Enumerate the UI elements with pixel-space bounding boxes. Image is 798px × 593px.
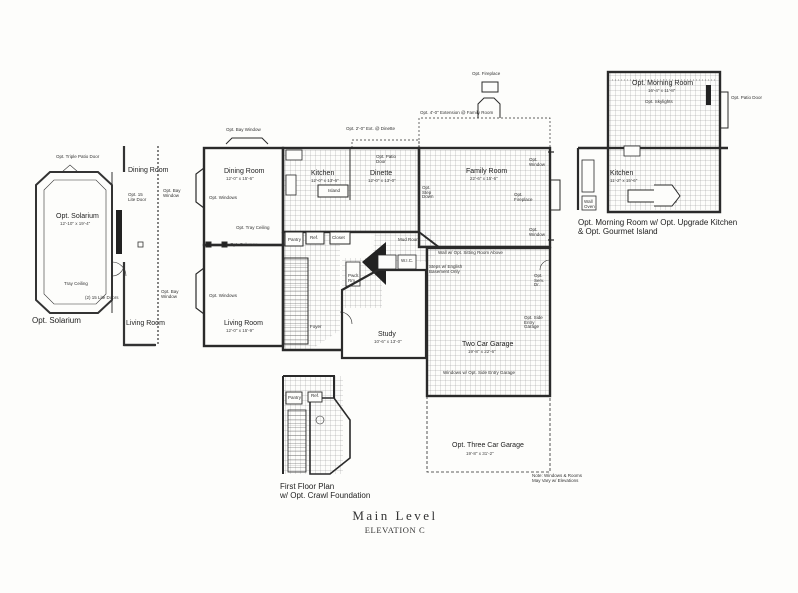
opt-step-down-label: Opt. Step Down [422,185,434,199]
solarium-tray-ceiling-label: Tray Ceiling [64,281,88,286]
island-label: Island [328,188,341,193]
ref-box [305,231,325,245]
pantry-label: Pantry [288,237,302,242]
three-car-garage-outline [426,395,551,473]
foyer-label: Foyer [310,324,322,329]
morning-caption-line1: Opt. Morning Room w/ Opt. Upgrade Kitche… [578,218,738,227]
main-level-plan [195,81,561,473]
kitchen-label: Kitchen [311,170,335,177]
powder-room-label: Pwdr. Rm. [348,273,360,283]
two-car-garage-dims: 19'-8" x 22'-6" [468,349,496,354]
family-room-tile-floor [419,150,550,247]
study-walls [340,268,428,360]
opt-fireplace-top-label: Opt. Fireplace [472,71,501,76]
fireplace-bump [477,97,501,118]
crawl-foundation-inset [282,375,351,475]
stair-dark-landing [362,242,386,285]
opt-side-entry-label: Opt. Side Entry Garage [524,315,543,329]
solarium-fireplace-mass [116,210,122,254]
three-car-garage-label: Opt. Three Car Garage [452,442,524,449]
opt-family-ext-label: Opt. 4'-0" Extension @ Family Room [420,110,494,115]
study-label: Study [378,331,396,338]
mud-room-tile-floor [372,232,440,262]
wall-sitting-room-label: Wall w/ Opt. Sitting Room Above [438,250,503,255]
family-room-dims: 22'-6" x 15'-6" [470,176,498,181]
wall-oven-box [581,195,597,211]
mud-room-label: Mud Room [398,237,421,242]
opt-patio-door-label: Opt. Patio Door [376,154,397,164]
opt-tray-ceiling-label: Opt. Tray Ceiling [236,225,270,230]
solarium-tray-ceiling [43,179,107,305]
morning-room-walls [606,70,722,150]
dining-room-dims: 12'-0" x 15'-6" [226,176,254,181]
dinette-label: Dinette [370,170,393,177]
steps-english-basement-label: Steps w/ English Basement Only [429,264,463,274]
opt-bay-window-label: Opt. Bay Window [161,289,179,299]
dining-room-label: Dining Room [224,168,265,175]
family-room-extension [418,117,551,148]
kitchen-island [317,184,349,198]
main-stairs [283,257,309,345]
family-room-label: Family Room [466,168,508,175]
crawl-caption-line2: w/ Opt. Crawl Foundation [280,491,371,500]
opt-windows-label: Opt. Windows [209,293,238,298]
living-room-dims: 12'-0" x 15'-9" [226,328,254,333]
opt-fireplace-label: Opt. Fireplace [514,192,533,202]
two-car-garage-label: Two Car Garage [462,341,514,348]
dinette-dims: 12'-0" x 13'-0" [368,178,396,183]
opt-serv-door-label: Opt. Serv. Dr. [534,273,545,287]
solarium-room [35,171,113,314]
solarium-dims-label: 12'-10" x 19'-4" [60,221,91,226]
windows-side-entry-label: Windows w/ Opt. Side Entry Garage [443,370,516,375]
garage-tile-floor [427,248,550,396]
wic-label: W.I.C. [401,258,414,263]
morning-caption-line2: & Opt. Gourmet Island [578,227,658,236]
solarium-option-plan [35,146,159,347]
bay-window-top [195,167,205,209]
opt-columns-label: Opt. Columns [230,242,258,247]
living-room-label: Living Room [224,320,263,327]
opt-window-label: Opt. Window [529,227,546,237]
note-label: Note: Windows & Rooms May Vary w/ Elevat… [532,473,583,483]
morning-patio-door-label: Opt. Patio Door [731,95,763,100]
crawl-caption-line1: First Floor Plan [280,482,335,491]
solarium-patio-door-label: Opt. Triple Patio Door [56,154,100,159]
kitchen-tile-floor [283,150,419,232]
page-subtitle: ELEVATION C [364,525,426,535]
solarium-lite-door-label: Opt. 15 Lite Door [128,192,147,202]
ref-label: Ref. [310,235,319,240]
page-title: Main Level [352,508,438,523]
three-car-garage-dims: 19'-8" x 31'-2" [466,451,494,456]
solarium-caption: Opt. Solarium [32,316,81,325]
wall-oven-label: Wall Oven [584,199,595,209]
kitchen-walls-morning [578,146,728,214]
opt-windows-label: Opt. Windows [209,195,238,200]
solarium-lite-doors-label: (2) 15 Lite Doors [85,295,119,300]
opt-bay-window-label: Opt. Bay Window [163,188,181,198]
opt-window-label: Opt. Window [529,157,546,167]
morning-room-label: Opt. Morning Room [632,80,694,87]
closet-label: Closet [332,235,345,240]
dining-room-left-label: Dining Room [128,167,169,174]
living-room-left-label: Living Room [126,320,165,327]
morning-room-dims: 16'-4" x 11'-8" [648,88,676,93]
door-swing [111,261,127,277]
opt-dinette-ext-label: Opt. 2'-0" Ext. @ Dinette [346,126,396,131]
closet-box [329,231,351,245]
morning-kitchen-label: Kitchen [610,170,634,177]
opt-bay-window-top-label: Opt. Bay Window [226,127,261,132]
study-dims: 10'-6" x 13'-0" [374,339,402,344]
morning-kitchen-dims: 11'-2" x 15'-6" [610,178,638,183]
opt-skylights-label: Opt. Skylights [645,99,673,104]
crawl-pantry-label: Pantry [288,395,302,400]
solarium-room-label: Opt. Solarium [56,213,99,220]
pantry-box [284,231,304,247]
kitchen-dims: 12'-0" x 13'-6" [311,178,339,183]
bay-window-low [195,267,205,315]
morning-room-inset [576,70,729,214]
crawl-ref-label: Ref. [311,393,320,398]
